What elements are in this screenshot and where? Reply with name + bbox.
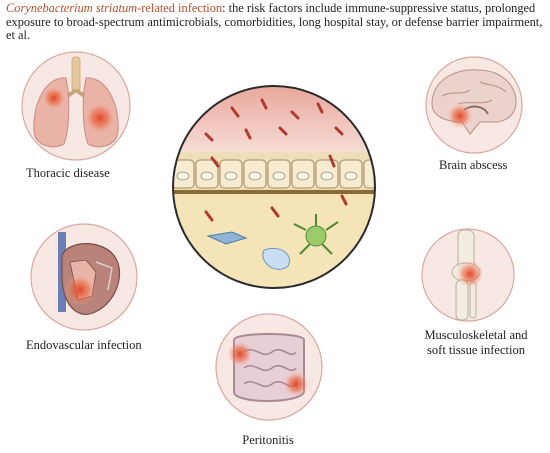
- heart-icon: [30, 223, 138, 331]
- header: Corynebacterium striatum-related infecti…: [6, 1, 546, 43]
- label-musculoskeletal-line2: soft tissue infection: [427, 343, 525, 357]
- intestine-icon: [215, 313, 323, 421]
- immune-cell-light-blue: [262, 248, 290, 270]
- label-endovascular-infection: Endovascular infection: [26, 338, 142, 352]
- label-thoracic-disease: Thoracic disease: [26, 166, 110, 180]
- header-body: the risk factors include immune-suppress…: [6, 1, 543, 43]
- immune-cell-blue: [206, 231, 248, 245]
- lungs-icon: [21, 51, 131, 161]
- label-brain-abscess: Brain abscess: [439, 158, 508, 172]
- label-musculoskeletal-line1: Musculoskeletal and: [424, 328, 528, 342]
- header-title-italic: Corynebacterium striatum: [6, 1, 138, 15]
- tissue-cross-section: [172, 85, 376, 289]
- brain-icon: [425, 56, 523, 154]
- knee-icon: [421, 228, 515, 322]
- header-title-tail: -related infection: [137, 1, 223, 15]
- immune-cell-green: [293, 214, 339, 255]
- label-peritonitis: Peritonitis: [242, 433, 294, 447]
- header-separator: :: [222, 1, 229, 15]
